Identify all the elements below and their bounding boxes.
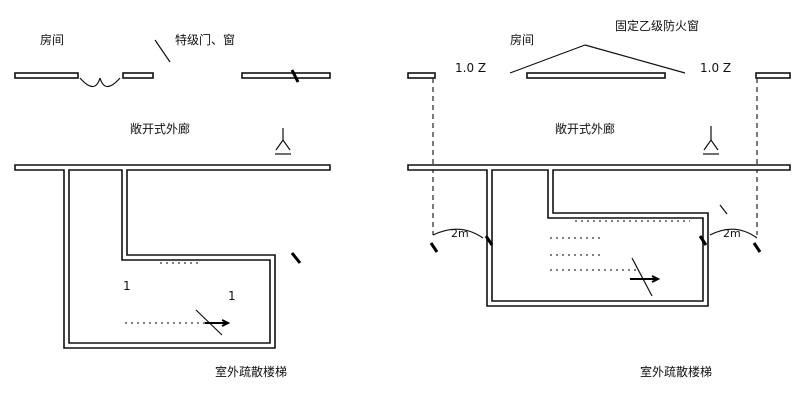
right-right-tick — [752, 242, 762, 253]
right-left-tick — [484, 235, 494, 246]
right-window-label: 固定乙级防火窗 — [615, 18, 699, 33]
right-left-tick — [429, 242, 439, 253]
left-section-tick — [290, 69, 300, 83]
left-stair-walls-inner — [68, 169, 271, 344]
left-door-label: 特级门、窗 — [175, 32, 235, 47]
left-room-wall-segment — [241, 72, 331, 79]
section-marker-arrow — [703, 138, 719, 151]
right-fixed-window — [526, 72, 666, 79]
left-mark-tick2: 1 — [228, 289, 236, 303]
left-corridor-label: 敞开式外廊 — [130, 121, 190, 136]
right-right-dimension: 1.0 Z — [700, 61, 731, 75]
right-right-small-stroke — [719, 204, 728, 215]
left-room-wall-segment — [14, 72, 79, 79]
right-plan: 房间 固定乙级防火窗 1.0 Z 1.0 Z 敞开式外廊 2m — [407, 18, 791, 379]
right-left-dimension: 1.0 Z — [455, 61, 486, 75]
left-room-label: 房间 — [40, 32, 64, 47]
right-stair-walls-inner — [491, 169, 704, 302]
right-window-leader — [509, 44, 586, 74]
left-plan: 房间 特级门、窗 敞开式外廊 1 1 室外疏散楼梯 — [14, 32, 331, 379]
left-room-wall-segment — [122, 72, 154, 79]
right-left-2m-label: 2m — [451, 227, 469, 240]
right-left-2m-arc — [432, 228, 484, 239]
left-mark-tick: 1 — [123, 279, 131, 293]
right-window-leader — [584, 44, 686, 74]
right-direction-arrow — [630, 275, 661, 283]
section-marker-arrow — [275, 138, 291, 151]
left-door-leader — [154, 39, 171, 63]
right-room-wall-segment — [407, 72, 436, 79]
left-door-swing — [99, 77, 121, 88]
right-room-label: 房间 — [510, 32, 534, 47]
right-corridor-label: 敞开式外廊 — [555, 121, 615, 136]
right-room-wall-segment — [755, 72, 791, 79]
left-direction-arrow — [205, 319, 231, 327]
left-section-marker — [275, 128, 291, 155]
right-right-2m-arc — [709, 228, 758, 239]
right-direction-stroke — [631, 257, 653, 297]
right-stair-label: 室外疏散楼梯 — [640, 364, 712, 379]
right-right-2m-label: 2m — [723, 227, 741, 240]
left-stair-label: 室外疏散楼梯 — [215, 364, 287, 379]
left-door-swing — [79, 77, 101, 88]
left-edge-tick — [290, 252, 302, 264]
right-section-marker — [703, 126, 719, 155]
right-right-tick — [698, 235, 708, 246]
